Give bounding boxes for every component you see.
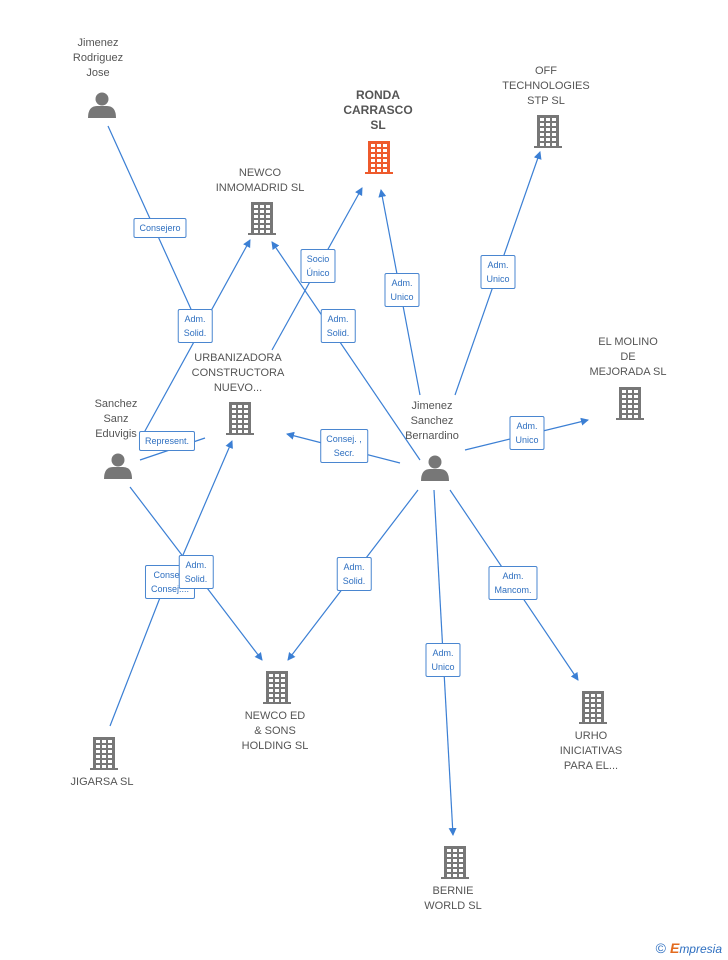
- node-label-urbanizadora[interactable]: URBANIZADORA CONSTRUCTORA NUEVO...: [191, 352, 285, 394]
- node-label-off-tech[interactable]: OFF TECHNOLOGIES STP SL: [502, 65, 590, 107]
- edge-line: [182, 440, 233, 556]
- footer-brand: ©Empresia: [656, 940, 722, 956]
- brand-name: mpresia: [679, 942, 722, 956]
- building-icon[interactable]: [365, 141, 393, 174]
- node-label-jimenez-sanchez[interactable]: Jimenez Sanchez Bernardino: [405, 400, 459, 442]
- building-icon[interactable]: [226, 402, 254, 435]
- edge-line: [271, 241, 421, 461]
- node-label-sanchez-sanz[interactable]: Sanchez Sanz Eduvigis: [94, 398, 138, 440]
- brand-initial: E: [669, 940, 680, 956]
- person-icon[interactable]: [88, 92, 116, 119]
- node-label-el-molino[interactable]: EL MOLINO DE MEJORADA SL: [589, 336, 667, 378]
- edge-label[interactable]: Consejero: [133, 218, 187, 238]
- node-label-bernie[interactable]: BERNIE WORLD SL: [424, 885, 482, 912]
- node-label-jimenez-rodriguez[interactable]: Jimenez Rodriguez Jose: [72, 37, 124, 79]
- building-icon[interactable]: [579, 691, 607, 724]
- building-icon[interactable]: [616, 387, 644, 420]
- edge-label[interactable]: Adm. Solid.: [336, 557, 372, 591]
- edge-label[interactable]: Adm. Unico: [480, 255, 516, 289]
- building-icon[interactable]: [248, 202, 276, 235]
- edge-label[interactable]: Adm. Solid.: [178, 555, 214, 589]
- node-label-ronda[interactable]: RONDA CARRASCO SL: [343, 88, 413, 132]
- edge-label[interactable]: Represent.: [138, 431, 196, 451]
- edge-label[interactable]: Adm. Solid.: [320, 309, 356, 343]
- copyright-symbol: ©: [655, 940, 666, 956]
- person-icon[interactable]: [421, 455, 449, 482]
- building-icon[interactable]: [534, 115, 562, 148]
- building-icon[interactable]: [90, 737, 118, 770]
- node-label-newco-ed[interactable]: NEWCO ED & SONS HOLDING SL: [241, 710, 309, 752]
- edge-label[interactable]: Socio Único: [300, 249, 336, 283]
- edge-label[interactable]: Adm. Unico: [509, 416, 545, 450]
- node-label-jigarsa[interactable]: JIGARSA SL: [70, 776, 134, 788]
- edge-label[interactable]: Adm. Solid.: [177, 309, 213, 343]
- edge-label[interactable]: Adm. Mancom.: [488, 566, 538, 600]
- node-label-urho[interactable]: URHO INICIATIVAS PARA EL...: [559, 730, 623, 772]
- edge-label[interactable]: Adm. Unico: [384, 273, 420, 307]
- edge-label[interactable]: Consej. , Secr.: [320, 429, 368, 463]
- building-icon[interactable]: [263, 671, 291, 704]
- person-icon[interactable]: [104, 453, 132, 480]
- building-icon[interactable]: [441, 846, 469, 879]
- edge-label[interactable]: Adm. Unico: [425, 643, 461, 677]
- node-label-newco-inmo[interactable]: NEWCO INMOMADRID SL: [215, 167, 305, 194]
